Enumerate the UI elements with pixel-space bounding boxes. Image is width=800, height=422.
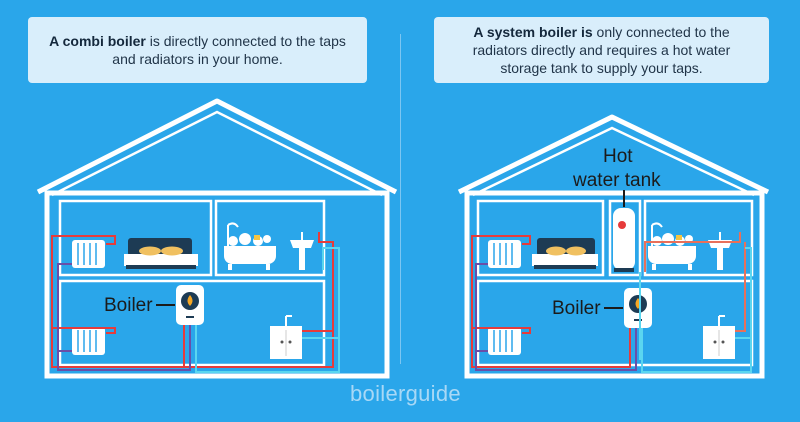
cold-pipes — [639, 247, 752, 373]
combi-boiler — [176, 285, 204, 325]
brand-part1: boiler — [350, 381, 406, 406]
sink-upstairs — [290, 232, 314, 270]
sink-upstairs — [708, 232, 732, 270]
cold-pipes — [195, 247, 340, 373]
radiator-downstairs — [72, 327, 105, 355]
bed — [124, 238, 198, 269]
radiator-upstairs — [488, 240, 521, 268]
caption-bold-term: A system boiler is — [473, 24, 593, 40]
hot-pipes — [471, 232, 746, 368]
system-house: Hot water tank Boiler — [457, 114, 770, 379]
house-wall — [464, 190, 765, 379]
radiator-downstairs — [488, 327, 521, 355]
boiler-label: Boiler — [104, 295, 153, 316]
radiator-upstairs — [72, 240, 105, 268]
roof — [457, 114, 770, 195]
combi-boiler-caption: A combi boiler is directly connected to … — [28, 17, 367, 83]
kitchen-unit — [703, 315, 735, 359]
boiler-label: Boiler — [552, 298, 601, 319]
bathroom — [643, 199, 754, 277]
house-wall — [44, 190, 390, 379]
bathroom — [214, 199, 326, 277]
roof-inner — [472, 126, 755, 197]
combi-house: Boiler — [36, 98, 398, 379]
hot-water-tank — [613, 208, 635, 272]
return-pipes — [475, 263, 637, 371]
roof-inner — [51, 110, 383, 197]
hot-pipes — [51, 232, 334, 368]
brand-part2: guide — [405, 381, 461, 406]
caption-bold-term: A combi boiler — [49, 33, 146, 49]
caption-text: is directly connected to the taps and ra… — [112, 33, 346, 67]
tank-label-line2: water tank — [572, 170, 661, 191]
bathtub — [224, 222, 276, 270]
ground-floor-room — [58, 279, 326, 367]
bedroom — [476, 199, 605, 277]
bathtub — [648, 222, 696, 270]
caption-text: only connected to the radiators directly… — [472, 24, 731, 76]
system-boiler-caption: A system boiler is only connected to the… — [434, 17, 769, 83]
roof — [36, 98, 398, 195]
bedroom — [58, 199, 213, 277]
system-boiler — [624, 288, 652, 328]
bed — [532, 238, 598, 269]
return-pipes — [57, 263, 191, 371]
kitchen-unit — [270, 315, 302, 359]
tank-label-line1: Hot — [603, 146, 633, 167]
brand-logo: boilerguide — [350, 381, 461, 407]
center-divider — [400, 34, 401, 364]
